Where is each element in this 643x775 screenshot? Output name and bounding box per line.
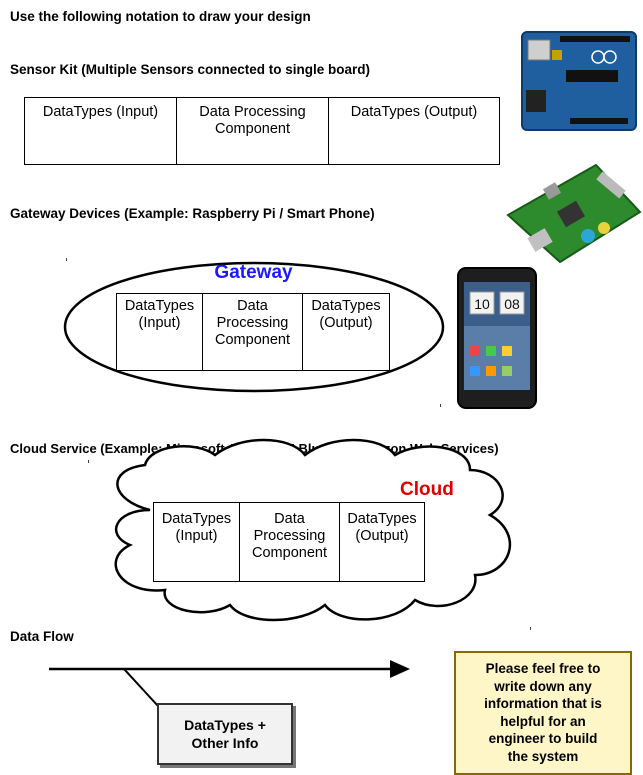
stray-mark — [66, 258, 67, 261]
gateway-heading: Gateway Devices (Example: Raspberry Pi /… — [10, 206, 375, 221]
stray-mark — [88, 460, 89, 463]
sensor-kit-processing-cell: Data Processing Component — [177, 98, 329, 164]
cloud-notation: DataTypes (Input) Data Processing Compon… — [153, 502, 425, 582]
gateway-title: Gateway — [214, 262, 293, 283]
data-flow-arrow — [49, 660, 410, 678]
gateway-processing-cell: Data Processing Component — [203, 294, 303, 370]
sensor-kit-output-cell: DataTypes (Output) — [350, 104, 478, 120]
gateway-input-cell: DataTypes (Input) — [117, 294, 203, 370]
smartphone-icon: 10 08 — [457, 267, 537, 409]
gateway-output-cell: DataTypes (Output) — [311, 298, 381, 331]
cloud-processing-cell: Data Processing Component — [240, 503, 340, 581]
gateway-notation: DataTypes (Input) Data Processing Compon… — [116, 293, 390, 371]
stray-mark — [440, 404, 441, 407]
intro-instruction: Use the following notation to draw your … — [10, 9, 311, 24]
arduino-board-icon — [521, 31, 637, 131]
designer-note: Please feel free to write down any infor… — [454, 651, 632, 775]
raspberry-pi-board-icon — [506, 163, 642, 264]
cloud-heading: Cloud Service (Example: Microsoft Azure,… — [10, 441, 499, 456]
sensor-kit-notation: DataTypes (Input) Data Processing Compon… — [24, 97, 500, 165]
cloud-input-cell: DataTypes (Input) — [154, 503, 240, 581]
sensor-kit-input-cell: DataTypes (Input) — [25, 98, 177, 164]
stray-mark — [530, 627, 531, 630]
data-flow-connector — [123, 668, 159, 707]
cloud-output-cell: DataTypes (Output) — [347, 511, 417, 544]
data-flow-label-box: DataTypes + Other Info — [157, 703, 293, 765]
phone-clock-minutes: 08 — [504, 296, 520, 312]
data-flow-heading: Data Flow — [10, 629, 74, 644]
sensor-kit-heading: Sensor Kit (Multiple Sensors connected t… — [10, 62, 371, 77]
phone-clock-hours: 10 — [474, 296, 490, 312]
cloud-title: Cloud — [400, 479, 454, 500]
